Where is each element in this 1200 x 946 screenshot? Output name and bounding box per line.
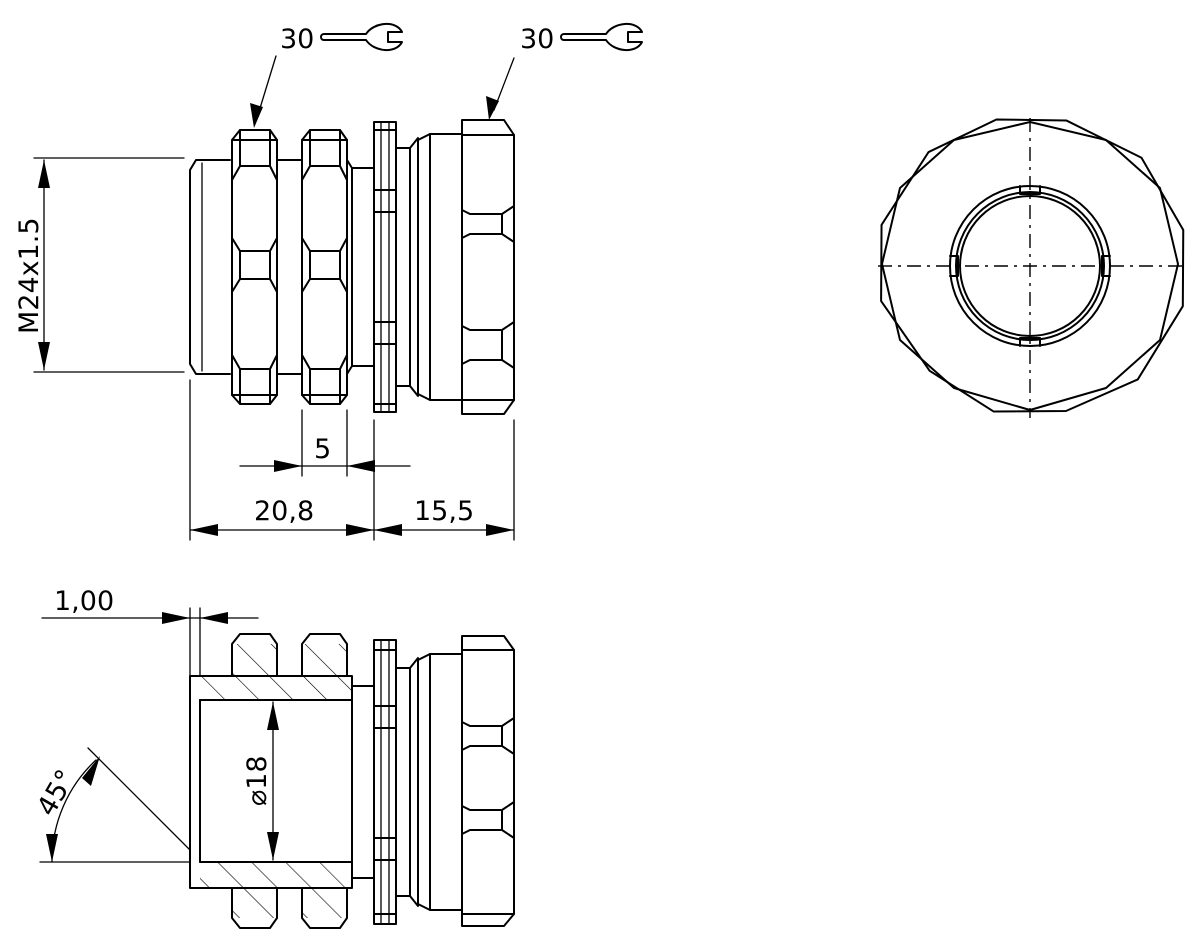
lock-nut-1 [231, 129, 278, 405]
dim-5-label: 5 [314, 434, 331, 465]
wrench-1-icon [320, 22, 403, 52]
leader-arrow-1 [250, 103, 263, 128]
leader-arrow-2 [486, 96, 499, 120]
angle-label: 45° [31, 765, 82, 822]
wrench-size-2-label: 30 [520, 24, 554, 55]
thread-size-label: M24x1.5 [14, 217, 45, 334]
side-view: 30 30 M24x1.5 5 20,8 15,5 [14, 22, 643, 541]
diameter-label: ⌀18 [242, 755, 273, 806]
flange [373, 121, 397, 413]
dim-15-5-label: 15,5 [414, 496, 474, 527]
thread-stub [189, 159, 231, 375]
wrench-2-icon [560, 22, 643, 52]
lock-nut-2 [301, 129, 348, 405]
dim-1-00-label: 1,00 [54, 586, 114, 617]
dim-20-8-label: 20,8 [254, 496, 314, 527]
section-view: 1,00 ⌀18 45° [31, 586, 515, 929]
cap-nut [461, 119, 515, 415]
front-view [878, 118, 1186, 418]
wrench-size-1-label: 30 [280, 24, 314, 55]
